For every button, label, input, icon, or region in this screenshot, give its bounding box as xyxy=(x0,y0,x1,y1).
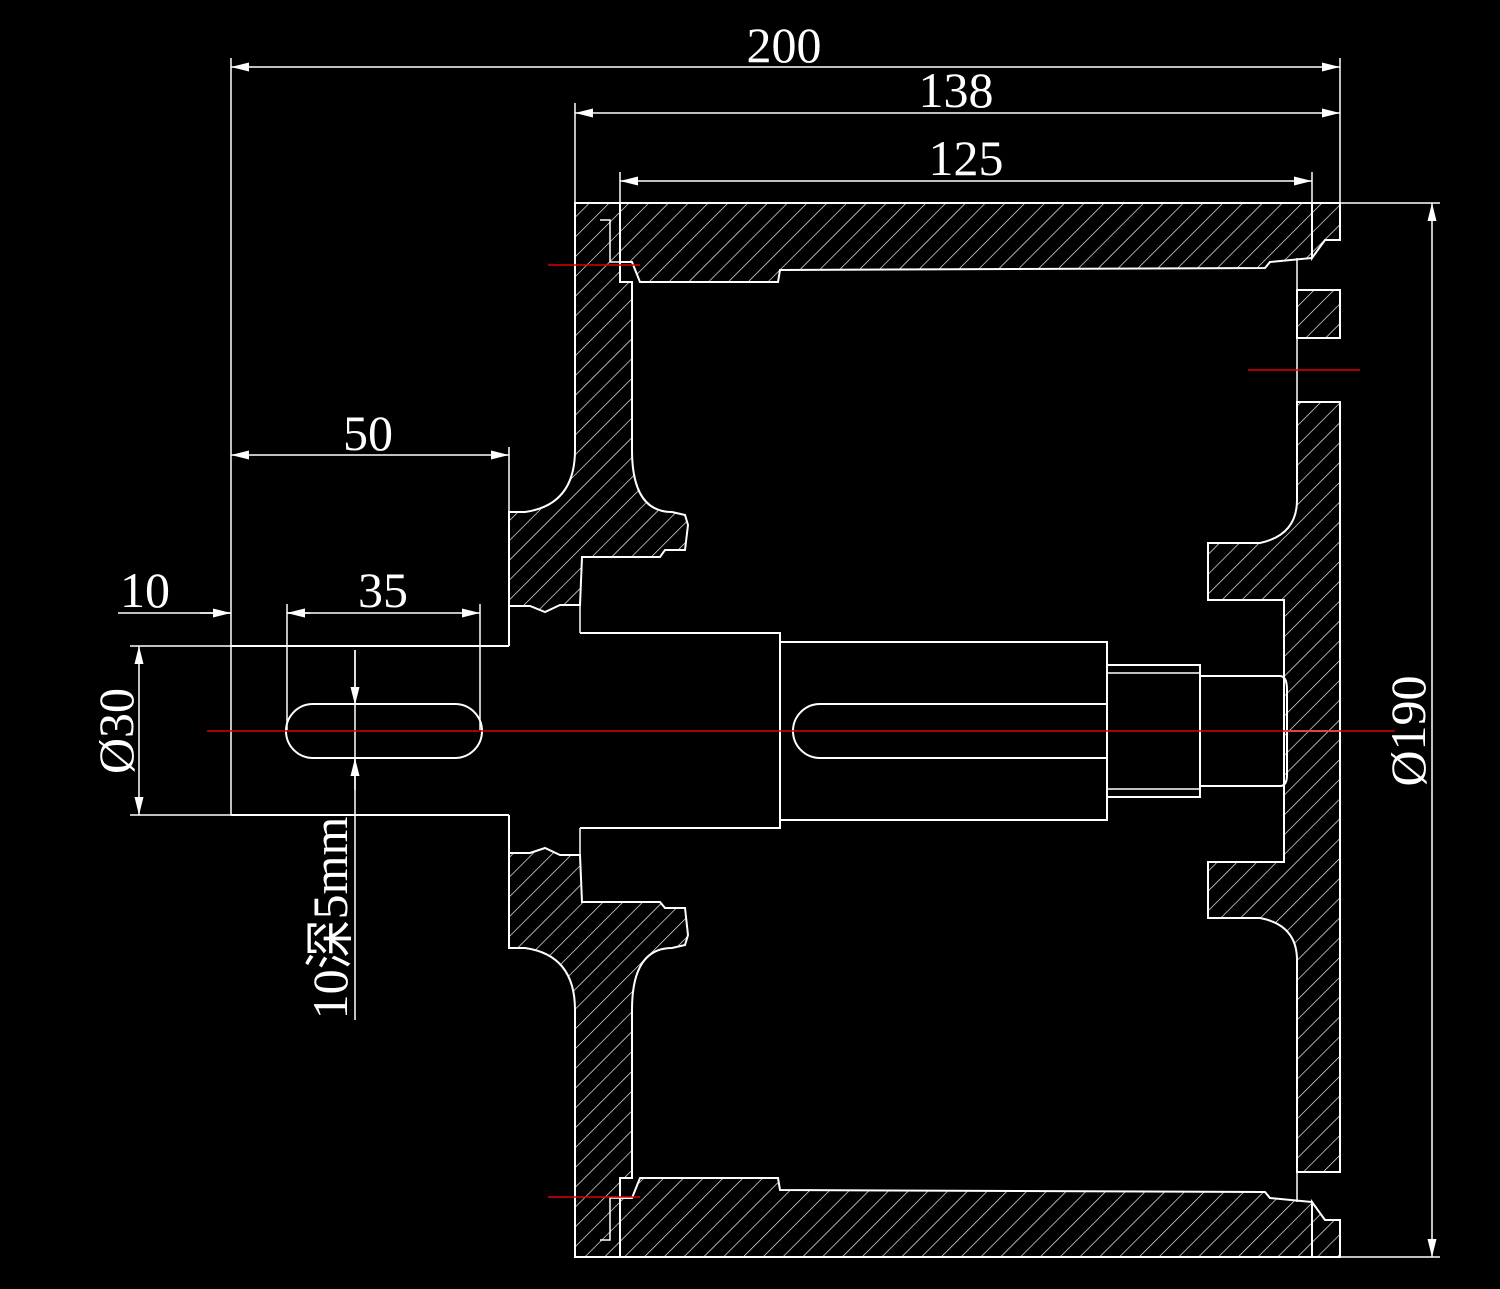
center-lines xyxy=(207,264,1395,1198)
shaft xyxy=(231,606,1288,853)
keyway-depth-note: 10深5mm xyxy=(302,650,360,1020)
dimension-keyway-length: 35 xyxy=(286,562,481,730)
left-end-flange xyxy=(508,202,690,1258)
right-end-flange xyxy=(1207,202,1341,1258)
dimension-text-200: 200 xyxy=(747,17,822,73)
dimension-text-35: 35 xyxy=(358,562,408,618)
dimension-drum-width: 138 xyxy=(574,62,1340,205)
keyway-spec-text: 10深5mm xyxy=(302,817,358,1020)
keyway-left xyxy=(285,703,483,759)
dimension-overall-length: 200 xyxy=(230,17,1341,815)
dimension-text-125: 125 xyxy=(929,130,1004,186)
dimension-text-d30: Ø30 xyxy=(88,688,144,774)
dimension-keyway-offset: 10 xyxy=(118,562,310,618)
dimension-text-10: 10 xyxy=(120,562,170,618)
drum-shell xyxy=(619,202,1313,1258)
dimension-drum-diameter: Ø190 xyxy=(1340,202,1440,1258)
dimension-shaft-extension: 50 xyxy=(231,405,510,645)
dimension-text-50: 50 xyxy=(343,405,393,461)
dimension-text-138: 138 xyxy=(919,62,994,118)
dimension-shell-width: 125 xyxy=(619,130,1313,205)
